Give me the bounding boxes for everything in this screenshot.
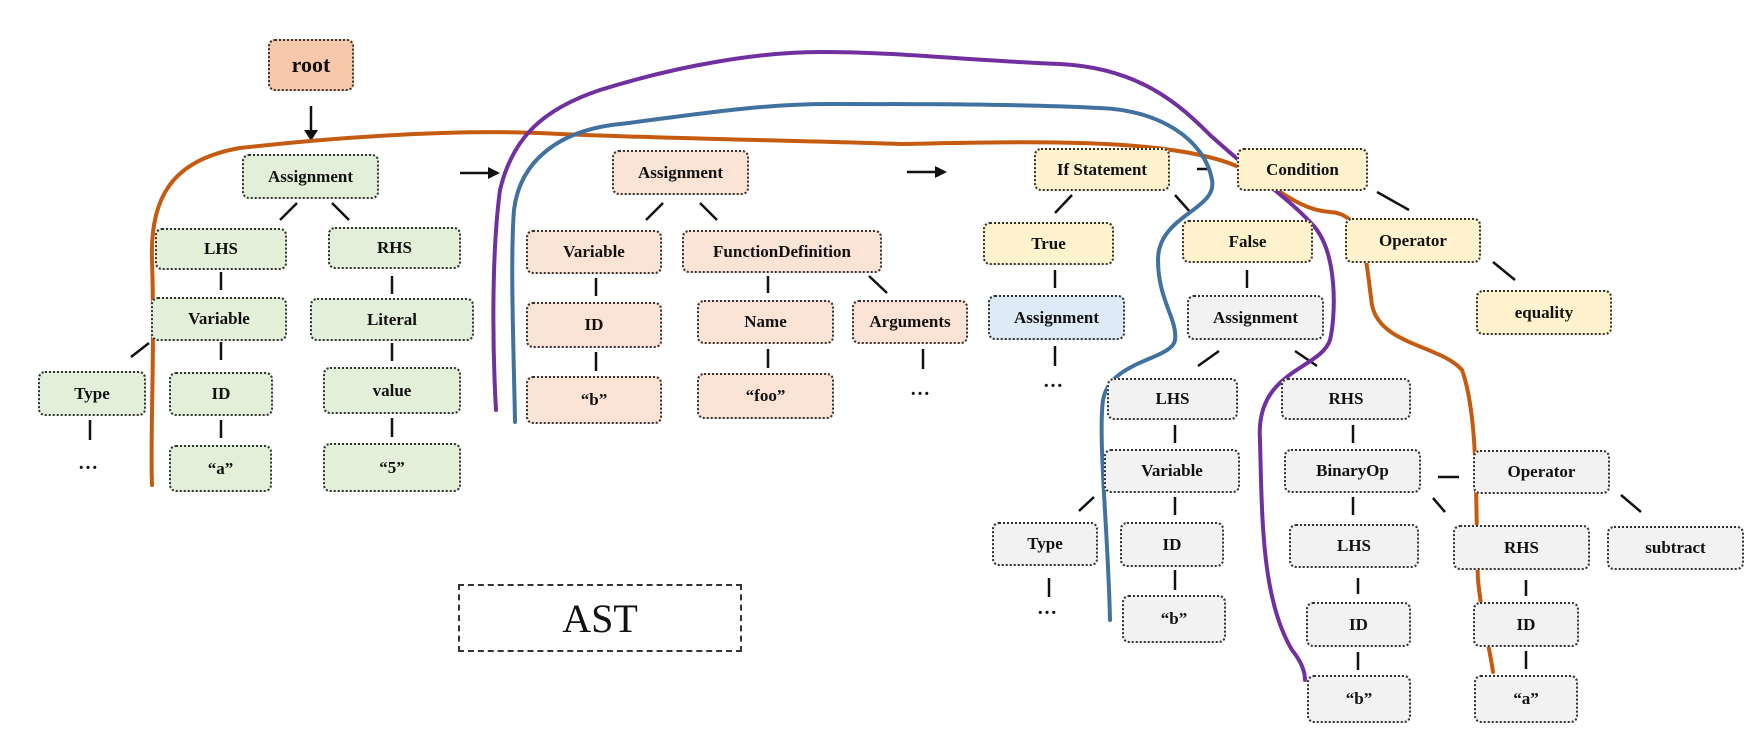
ellipsis: … <box>1043 370 1063 392</box>
type-node: Type <box>992 522 1098 566</box>
binary-op-node: BinaryOp <box>1284 449 1421 493</box>
variable-node: Variable <box>526 230 662 274</box>
blue-sweep-line <box>510 101 1215 622</box>
rhs-node: RHS <box>328 227 461 269</box>
condition-node: Condition <box>1237 148 1368 191</box>
operator-node: Operator <box>1473 450 1610 494</box>
id-node: ID <box>1120 522 1224 567</box>
lhs-node: LHS <box>155 228 287 270</box>
variable-node: Variable <box>1104 449 1240 493</box>
value-node: value <box>323 367 461 414</box>
if-statement-node: If Statement <box>1034 148 1170 191</box>
root-node: root <box>268 39 354 91</box>
true-node: True <box>983 222 1114 265</box>
ellipsis: … <box>1037 597 1057 619</box>
lhs-node: LHS <box>1107 378 1238 420</box>
orange-sweep-line <box>149 130 1495 674</box>
string-b-node: “b” <box>1122 595 1226 643</box>
id-node: ID <box>526 302 662 348</box>
name-node: Name <box>697 300 834 344</box>
string-a-node: “a” <box>1474 675 1578 723</box>
assignment-node: Assignment <box>612 150 749 195</box>
type-node: Type <box>38 371 146 416</box>
string-a-node: “a” <box>169 445 272 492</box>
ellipsis: … <box>78 452 98 474</box>
string-b-node: “b” <box>1307 675 1411 723</box>
string-b-node: “b” <box>526 376 662 424</box>
equality-node: equality <box>1476 290 1612 335</box>
false-node: False <box>1182 220 1313 263</box>
id-node: ID <box>169 372 273 416</box>
assignment-node: Assignment <box>1187 295 1324 340</box>
id-node: ID <box>1306 602 1411 647</box>
rhs-node: RHS <box>1453 525 1590 570</box>
ast-caption: AST <box>458 584 742 652</box>
subtract-node: subtract <box>1607 526 1744 570</box>
purple-sweep-line <box>491 49 1336 682</box>
rhs-node: RHS <box>1281 378 1411 420</box>
id-node: ID <box>1473 602 1579 647</box>
variable-node: Variable <box>151 297 287 341</box>
assignment-node: Assignment <box>988 295 1125 340</box>
lhs-node: LHS <box>1289 524 1419 568</box>
ellipsis: … <box>910 378 930 400</box>
operator-node: Operator <box>1345 218 1481 263</box>
arguments-node: Arguments <box>852 300 968 344</box>
literal-node: Literal <box>310 298 474 341</box>
string-5-node: “5” <box>323 443 461 492</box>
function-definition-node: FunctionDefinition <box>682 230 882 273</box>
assignment-node: Assignment <box>242 154 379 199</box>
string-foo-node: “foo” <box>697 373 834 419</box>
